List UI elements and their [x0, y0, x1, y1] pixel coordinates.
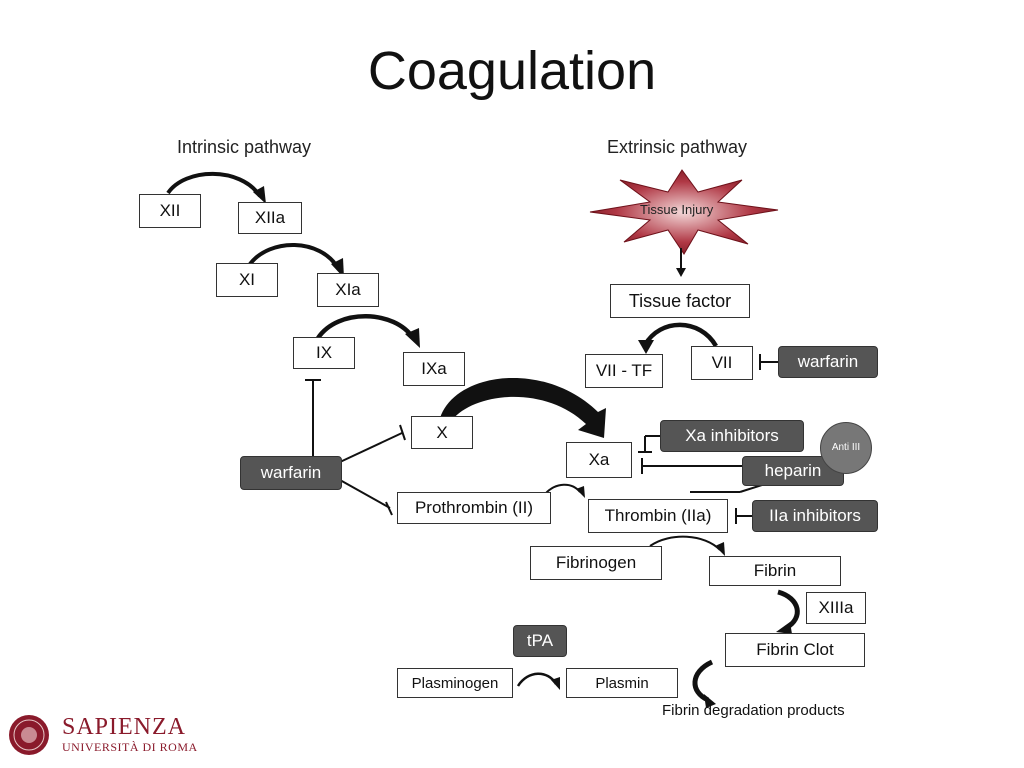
tissue-injury-label: Tissue Injury	[640, 202, 714, 217]
node-fibrinogen: Fibrinogen	[530, 546, 662, 580]
node-xiiia: XIIIa	[806, 592, 866, 624]
node-xa: Xa	[566, 442, 632, 478]
node-plasmin: Plasmin	[566, 668, 678, 698]
node-ix: IX	[293, 337, 355, 369]
slide-title: Coagulation	[367, 41, 657, 101]
arrow-xii-xiia	[166, 171, 262, 198]
node-fibrin: Fibrin	[709, 556, 841, 586]
logo-name: SAPIENZA	[62, 714, 187, 740]
node-vii: VII	[691, 346, 753, 380]
node-fibrin-clot: Fibrin Clot	[725, 633, 865, 667]
arrow-vii-viitf	[643, 322, 718, 348]
inhibitor-warfarin-intrinsic: warfarin	[240, 456, 342, 490]
intrinsic-pathway-label: Intrinsic pathway	[177, 137, 312, 157]
inhibitor-tpa: tPA	[513, 625, 567, 657]
fibrin-degradation-products: Fibrin degradation products	[662, 702, 845, 719]
arrow-clot-degradation	[692, 659, 714, 703]
arrow-plasminogen-plasmin	[516, 672, 558, 687]
node-xiia: XIIa	[238, 202, 302, 234]
inhibitor-xa-inhibitors: Xa inhibitors	[660, 420, 804, 452]
arrow-ix-ixa	[316, 314, 415, 340]
node-thrombin: Thrombin (IIa)	[588, 499, 728, 533]
inhibitor-heparin: heparin	[742, 456, 844, 486]
node-tissue-factor: Tissue factor	[610, 284, 750, 318]
node-xia: XIa	[317, 273, 379, 307]
arrow-fibrinogen-fibrin	[649, 535, 721, 551]
extrinsic-pathway-label: Extrinsic pathway	[607, 137, 748, 157]
inhibitor-iia-inhibitors: IIa inhibitors	[752, 500, 878, 532]
inhibitor-anti-iii: Anti III	[820, 422, 872, 474]
arrow-fibrin-clot	[777, 589, 800, 631]
node-plasminogen: Plasminogen	[397, 668, 513, 698]
arrow-xi-xia	[248, 243, 340, 270]
tissue-injury-starburst	[589, 169, 779, 255]
node-ixa: IXa	[403, 352, 465, 386]
node-x: X	[411, 416, 473, 449]
node-xi: XI	[216, 263, 278, 297]
inhibitor-warfarin-extrinsic: warfarin	[778, 346, 878, 378]
node-xii: XII	[139, 194, 201, 228]
logo-subtitle: UNIVERSITÀ DI ROMA	[62, 740, 198, 754]
node-prothrombin: Prothrombin (II)	[397, 492, 551, 524]
sapienza-logo: SAPIENZA UNIVERSITÀ DI ROMA	[62, 714, 198, 754]
node-vii-tf: VII - TF	[585, 354, 663, 388]
arrow-x-xa	[440, 377, 606, 438]
